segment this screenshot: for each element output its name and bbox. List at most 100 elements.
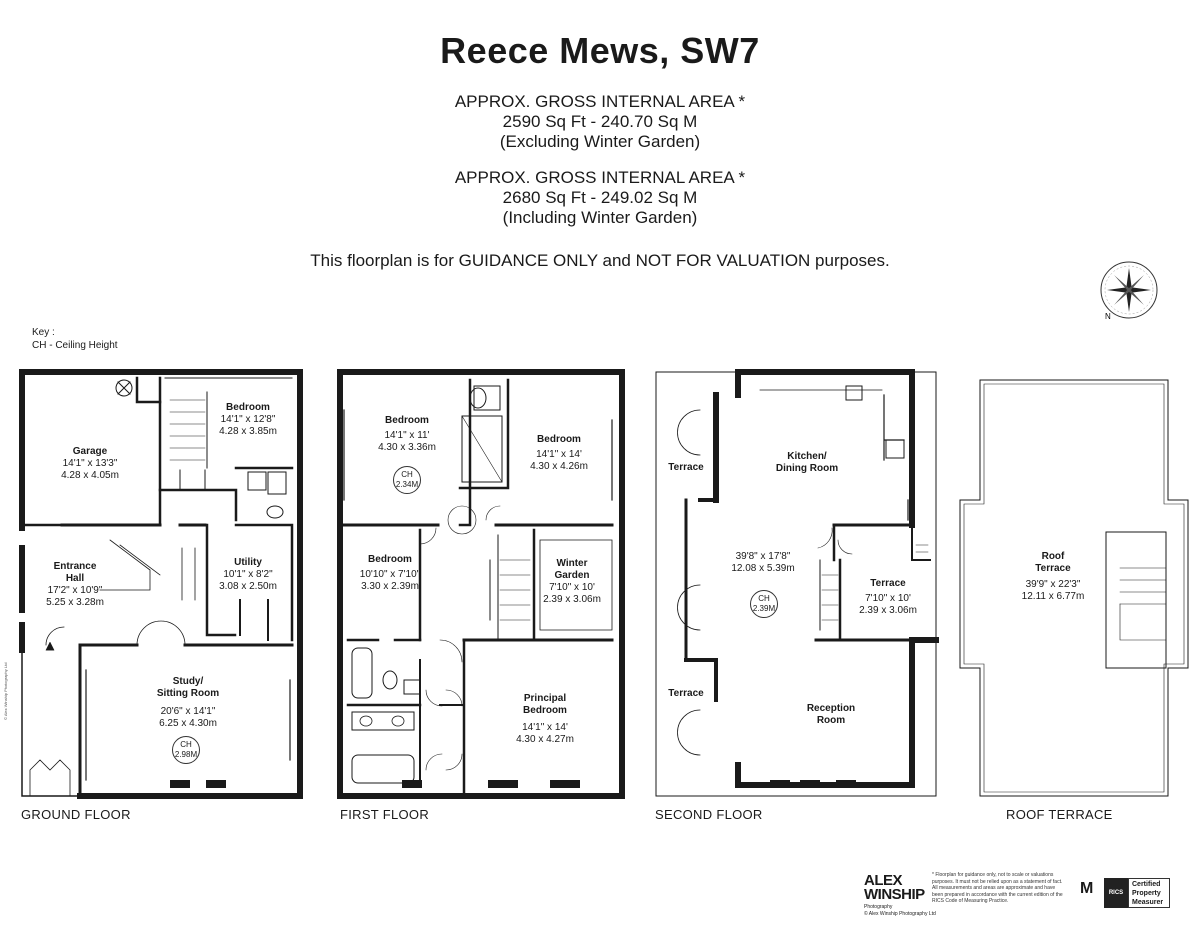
room-name-1: Reception	[806, 703, 856, 714]
room-metric: 3.30 x 2.39m	[361, 581, 419, 592]
room-main-dims: 39'8" x 17'8" 12.08 x 5.39m	[731, 551, 794, 575]
room-imperial: 10'10" x 7'10"	[359, 569, 421, 580]
room-metric: 4.30 x 4.27m	[516, 734, 574, 745]
room-study: Study/ Sitting Room 20'6" x 14'1" 6.25 x…	[157, 676, 219, 730]
room-name-2: Terrace	[1035, 563, 1071, 574]
ch-label: CH	[180, 740, 192, 749]
room-roof-terrace: Roof Terrace 39'9" x 22'3" 12.11 x 6.77m	[1022, 551, 1085, 603]
area-heading: APPROX. GROSS INTERNAL AREA *	[454, 168, 746, 187]
room-imperial: 17'2" x 10'9"	[47, 585, 103, 596]
room-first-bedroom-1: Bedroom 14'1" x 11' 4.30 x 3.36m	[378, 415, 436, 454]
room-imperial: 14'1" x 13'3"	[62, 458, 118, 469]
room-metric: 6.25 x 4.30m	[159, 718, 217, 729]
room-winter-garden: Winter Garden 7'10" x 10' 2.39 x 3.06m	[543, 558, 601, 606]
room-imperial: 14'1" x 12'8"	[220, 414, 276, 425]
room-name-1: Study/	[172, 676, 204, 687]
room-name: Utility	[234, 557, 262, 568]
room-imperial: 7'10" x 10'	[865, 593, 911, 604]
room-metric: 4.28 x 3.85m	[219, 426, 277, 437]
room-name-1: Roof	[1041, 551, 1065, 562]
room-name: Terrace	[668, 688, 704, 699]
ch-label: CH	[401, 470, 413, 479]
rics-badge: RICS	[1104, 878, 1128, 908]
key-item: CH - Ceiling Height	[32, 340, 118, 351]
rics-certified: Certified Property Measurer	[1128, 878, 1170, 908]
floor-label-roof: ROOF TERRACE	[1006, 807, 1113, 822]
room-name-2: Bedroom	[523, 705, 567, 716]
room-imperial: 20'6" x 14'1"	[160, 706, 216, 717]
room-first-bedroom-2: Bedroom 14'1" x 14' 4.30 x 4.26m	[530, 434, 588, 473]
room-metric: 12.11 x 6.77m	[1021, 591, 1085, 602]
room-terrace-upper: Terrace	[668, 462, 703, 474]
fine-print: * Floorplan for guidance only, not to sc…	[932, 872, 1063, 904]
room-name: Terrace	[668, 462, 704, 473]
room-entrance-hall: Entrance Hall 17'2" x 10'9" 5.25 x 3.28m	[46, 561, 104, 609]
ceiling-height-badge: CH 2.34M	[393, 466, 421, 494]
room-name: Terrace	[870, 578, 906, 589]
room-name-1: Entrance	[53, 561, 97, 572]
ceiling-height-badge: CH 2.98M	[172, 736, 200, 764]
room-imperial: 10'1" x 8'2"	[223, 569, 273, 580]
room-terrace-side: Terrace 7'10" x 10' 2.39 x 3.06m	[859, 578, 917, 617]
room-imperial: 39'9" x 22'3"	[1025, 579, 1081, 590]
floor-label-ground: GROUND FLOOR	[21, 807, 131, 822]
room-metric: 4.28 x 4.05m	[61, 470, 119, 481]
room-name-2: Hall	[65, 573, 85, 584]
second-floor-walls	[655, 369, 939, 797]
ch-label: CH	[758, 594, 770, 603]
logo-winship: WINSHIP	[864, 886, 925, 903]
room-name-2: Sitting Room	[156, 688, 220, 699]
room-utility: Utility 10'1" x 8'2" 3.08 x 2.50m	[219, 557, 277, 593]
room-imperial: 14'1" x 14'	[522, 722, 568, 733]
area-note: (Excluding Winter Garden)	[499, 132, 701, 151]
room-name: Bedroom	[537, 434, 581, 445]
area-block-2: APPROX. GROSS INTERNAL AREA * 2680 Sq Ft…	[0, 168, 1200, 228]
room-imperial: 39'8" x 17'8"	[735, 551, 791, 562]
logo-alex: ALEX	[864, 872, 903, 889]
measurer-mark-icon: M	[1080, 880, 1094, 897]
room-metric: 4.30 x 3.36m	[378, 442, 436, 453]
room-metric: 5.25 x 3.28m	[46, 597, 104, 608]
room-garage: Garage 14'1" x 13'3" 4.28 x 4.05m	[61, 446, 119, 482]
room-name-2: Garden	[554, 570, 590, 581]
room-imperial: 14'1" x 14'	[536, 449, 582, 460]
room-name: Bedroom	[385, 415, 429, 426]
room-name-1: Winter	[556, 558, 588, 569]
first-floor-walls	[337, 369, 625, 799]
compass-n: N	[1105, 312, 1111, 321]
room-name: Garage	[72, 446, 108, 457]
disclaimer: This floorplan is for GUIDANCE ONLY and …	[310, 251, 890, 270]
area-value: 2590 Sq Ft - 240.70 Sq M	[502, 112, 698, 131]
room-imperial: 7'10" x 10'	[549, 582, 595, 593]
ch-value: 2.39M	[752, 604, 776, 613]
room-terrace-lower: Terrace	[668, 688, 703, 700]
room-metric: 2.39 x 3.06m	[859, 605, 917, 616]
room-name-2: Dining Room	[775, 463, 839, 474]
logo-copyright: © Alex Winship Photography Ltd	[864, 911, 936, 917]
ceiling-height-badge: CH 2.39M	[750, 590, 778, 618]
ground-floor-walls	[19, 369, 303, 799]
logo-photography: Photography	[864, 904, 893, 910]
compass-icon: N	[1100, 261, 1158, 321]
room-name-2: Room	[816, 715, 846, 726]
area-value: 2680 Sq Ft - 249.02 Sq M	[502, 188, 698, 207]
room-metric: 3.08 x 2.50m	[219, 581, 277, 592]
room-reception: Reception Room	[807, 703, 855, 727]
floor-label-first: FIRST FLOOR	[340, 807, 430, 822]
key-title: Key :	[32, 327, 55, 338]
floor-label-second: SECOND FLOOR	[655, 807, 763, 822]
ch-value: 2.34M	[395, 480, 419, 489]
room-name: Bedroom	[226, 402, 270, 413]
room-kitchen-dining: Kitchen/ Dining Room	[776, 451, 838, 475]
alex-winship-logo: ALEX WINSHIP	[864, 872, 925, 903]
area-note: (Including Winter Garden)	[502, 208, 698, 227]
room-principal-bedroom: Principal Bedroom 14'1" x 14' 4.30 x 4.2…	[516, 693, 574, 746]
area-heading: APPROX. GROSS INTERNAL AREA *	[454, 92, 746, 111]
roof-terrace-outline	[959, 379, 1189, 797]
room-name-1: Kitchen/	[787, 451, 827, 462]
room-imperial: 14'1" x 11'	[384, 430, 430, 441]
page-title: Reece Mews, SW7	[440, 30, 760, 71]
room-ground-bedroom: Bedroom 14'1" x 12'8" 4.28 x 3.85m	[219, 402, 277, 438]
room-first-bedroom-3: Bedroom 10'10" x 7'10" 3.30 x 2.39m	[360, 554, 420, 593]
